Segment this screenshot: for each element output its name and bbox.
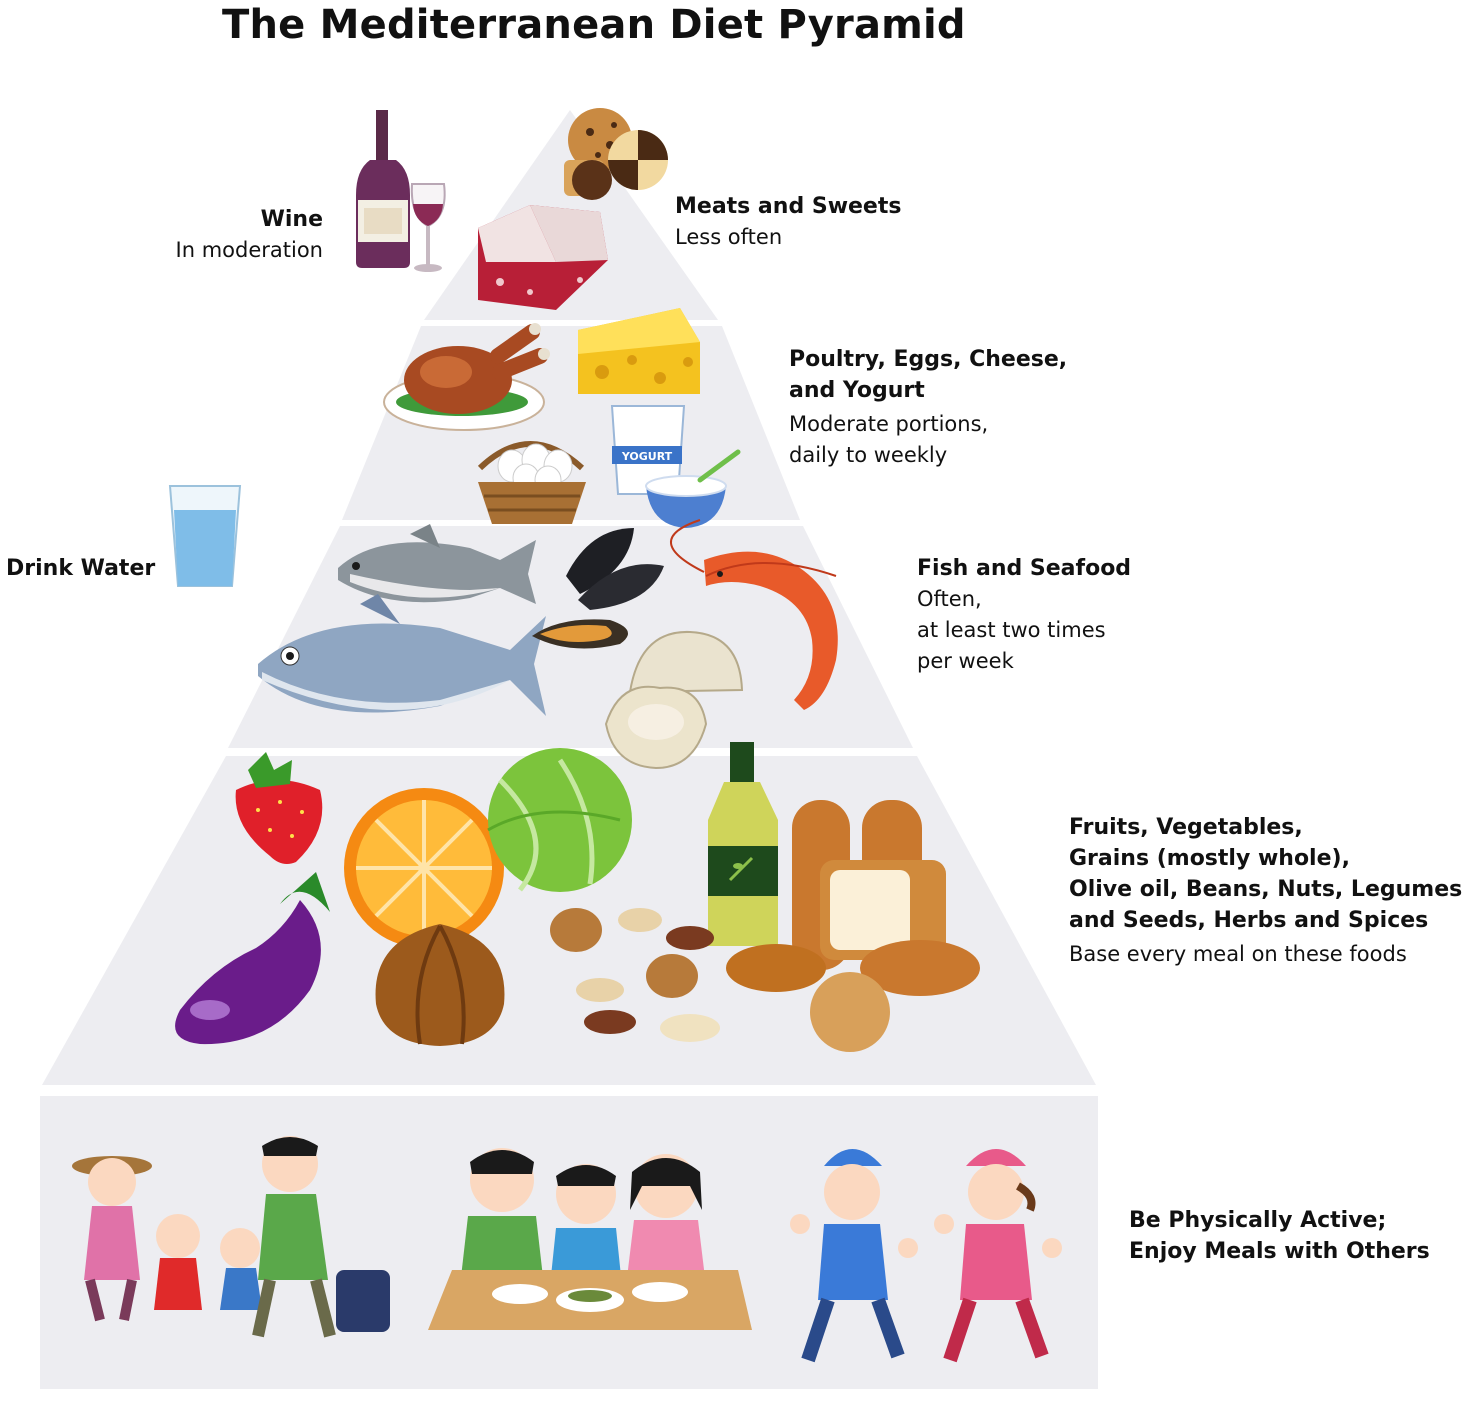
fish-heading-0: Fish and Seafood <box>917 556 1132 581</box>
plants-heading-2: Olive oil, Beans, Nuts, Legumes <box>1069 877 1463 902</box>
lifestyle-label: Be Physically Active; Enjoy Meals with O… <box>1129 1205 1430 1267</box>
plants-heading-0: Fruits, Vegetables, <box>1069 815 1303 840</box>
salmon-icon <box>338 524 536 604</box>
wine-label: Wine In moderation <box>176 204 323 266</box>
eggplant-icon <box>175 872 330 1045</box>
mussels-icon <box>532 528 664 649</box>
family-meal-icon <box>428 1148 752 1330</box>
egg-basket-icon <box>477 441 586 524</box>
plants-heading-3: and Seeds, Herbs and Spices <box>1069 908 1429 933</box>
fish-sub-2: per week <box>917 649 1014 673</box>
meat-icon <box>478 205 608 310</box>
roast-chicken-icon <box>383 323 550 431</box>
poultry-sub-1: daily to weekly <box>789 443 948 467</box>
olive-oil-icon <box>708 742 778 946</box>
fish-sub-1: at least two times <box>917 618 1106 642</box>
onion-icon <box>375 924 505 1046</box>
poultry-label: Poultry, Eggs, Cheese, and Yogurt Modera… <box>789 344 1067 471</box>
page-title: The Mediterranean Diet Pyramid <box>222 2 966 48</box>
plants-heading-1: Grains (mostly whole), <box>1069 846 1350 871</box>
tuna-icon <box>258 594 546 716</box>
lifestyle-heading-1: Enjoy Meals with Others <box>1129 1239 1430 1264</box>
strawberry-icon <box>235 752 323 864</box>
plants-label: Fruits, Vegetables, Grains (mostly whole… <box>1069 812 1462 970</box>
water-heading: Drink Water <box>6 556 156 581</box>
cheese-icon <box>578 308 700 394</box>
poultry-sub-0: Moderate portions, <box>789 412 989 436</box>
plants-sub-0: Base every meal on these foods <box>1069 942 1407 966</box>
fish-sub-0: Often, <box>917 587 982 611</box>
shrimp-icon <box>670 519 838 710</box>
lifestyle-heading-0: Be Physically Active; <box>1129 1208 1387 1233</box>
yogurt-icon: YOGURT <box>610 405 741 528</box>
wine-heading: Wine <box>260 207 323 232</box>
yogurt-label: YOGURT <box>621 450 673 463</box>
runners-icon <box>790 1149 1062 1363</box>
bread-icon <box>726 800 980 1052</box>
meats-sweets-sub-0: Less often <box>675 225 783 249</box>
cabbage-icon <box>487 748 632 892</box>
wine-icon <box>356 110 446 272</box>
water-label: Drink Water <box>6 553 155 584</box>
scallop-icon <box>604 630 744 770</box>
nuts-icon <box>550 908 720 1042</box>
meats-sweets-heading-0: Meats and Sweets <box>675 194 902 219</box>
cookies-icon <box>564 108 668 200</box>
water-glass-icon <box>168 485 242 587</box>
meats-sweets-label: Meats and Sweets Less often <box>675 191 901 253</box>
orange-icon <box>344 788 504 948</box>
family-walking-icon <box>72 1136 390 1338</box>
poultry-heading-1: and Yogurt <box>789 378 925 403</box>
poultry-heading-0: Poultry, Eggs, Cheese, <box>789 347 1068 372</box>
fish-label: Fish and Seafood Often, at least two tim… <box>917 553 1131 677</box>
wine-sub: In moderation <box>175 238 323 262</box>
